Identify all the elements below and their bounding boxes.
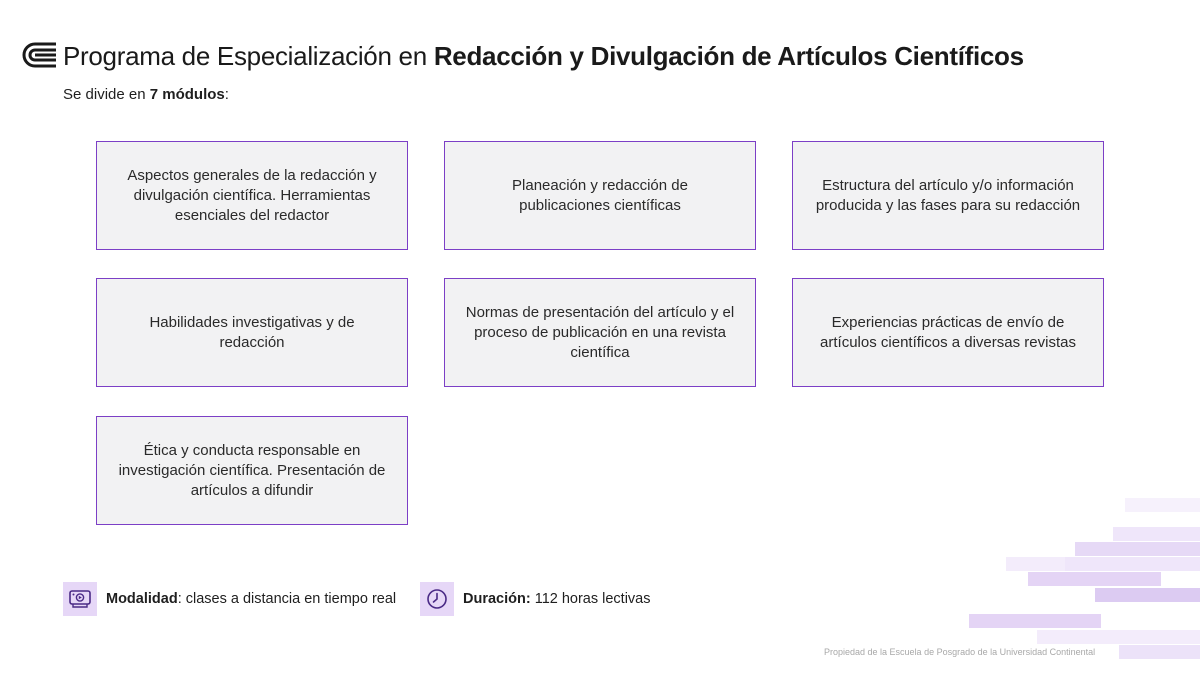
- subtitle-count: 7 módulos: [149, 86, 225, 103]
- duration-value: 112 horas lectivas: [530, 591, 651, 607]
- modality-info: Modalidad: clases a distancia en tiempo …: [63, 582, 396, 616]
- module-text: Ética y conducta responsable en investig…: [118, 441, 386, 499]
- duration-info: Duración: 112 horas lectivas: [420, 582, 651, 616]
- module-card: Experiencias prácticas de envío de artíc…: [792, 278, 1104, 387]
- module-card: Aspectos generales de la redacción y div…: [96, 141, 408, 250]
- modality-label: Modalidad: [106, 591, 178, 607]
- continental-logo-icon: [22, 42, 56, 68]
- module-text: Planeación y redacción de publicaciones …: [512, 176, 688, 214]
- title-bold: Redacción y Divulgación de Artículos Cie…: [433, 41, 1024, 71]
- module-text: Estructura del artículo y/o información …: [815, 176, 1081, 214]
- copyright-note: Propiedad de la Escuela de Posgrado de l…: [824, 647, 1096, 657]
- subtitle-suffix: :: [224, 86, 229, 103]
- module-text: Habilidades investigativas y de redacció…: [149, 313, 355, 351]
- subtitle: Se divide en 7 módulos:: [63, 85, 229, 105]
- video-screen-icon: [63, 582, 97, 616]
- subtitle-prefix: Se divide en: [63, 86, 150, 103]
- clock-icon: [420, 582, 454, 616]
- module-card: Normas de presentación del artículo y el…: [444, 278, 756, 387]
- module-card: Estructura del artículo y/o información …: [792, 141, 1104, 250]
- module-card: Ética y conducta responsable en investig…: [96, 416, 408, 525]
- module-card: Planeación y redacción de publicaciones …: [444, 141, 756, 250]
- title-regular: Programa de Especialización en: [63, 41, 434, 71]
- page-title: Programa de Especialización en Redacción…: [63, 38, 1024, 74]
- module-card: Habilidades investigativas y de redacció…: [96, 278, 408, 387]
- modality-value: : clases a distancia en tiempo real: [177, 591, 397, 607]
- module-text: Experiencias prácticas de envío de artíc…: [820, 313, 1076, 351]
- module-text: Normas de presentación del artículo y el…: [465, 303, 735, 361]
- duration-label: Duración:: [463, 591, 531, 607]
- module-text: Aspectos generales de la redacción y div…: [127, 166, 377, 224]
